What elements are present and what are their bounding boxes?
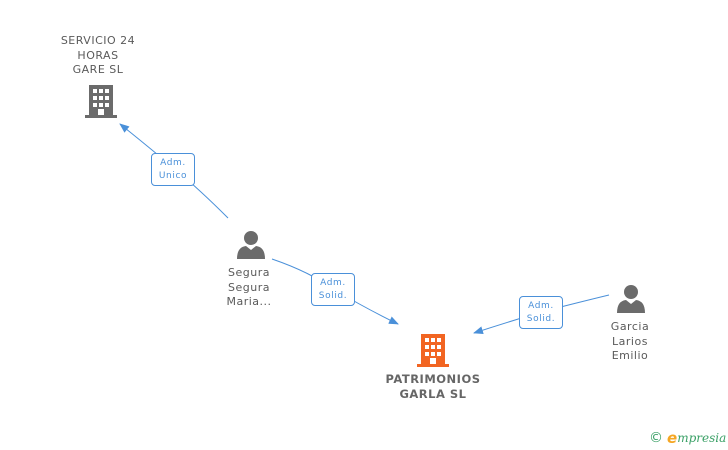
edge-role-line: Adm. <box>160 158 186 168</box>
brand-logo-initial: e <box>667 429 678 447</box>
edge-role-line: Solid. <box>318 291 348 301</box>
node-label-line: SERVICIO 24 <box>60 34 136 47</box>
node-label-line: GARE SL <box>72 63 124 76</box>
node-label-line: Larios <box>612 334 648 348</box>
edge-role-box[interactable]: Adm. Solid. <box>519 296 563 329</box>
person-icon[interactable] <box>237 231 265 259</box>
node-label-line: Maria... <box>226 295 272 308</box>
building-icon-main[interactable] <box>417 334 449 367</box>
edge-role-box[interactable]: Adm. Solid. <box>311 273 355 306</box>
node-label-servicio[interactable]: SERVICIO 24 HORAS GARE SL <box>48 34 148 78</box>
node-label-line: GARLA SL <box>399 387 467 401</box>
copyright-symbol: © <box>649 430 663 446</box>
person-icon[interactable] <box>617 285 645 313</box>
edge-role-box[interactable]: Adm. Unico <box>151 153 195 186</box>
node-label-line: Segura <box>228 266 270 279</box>
node-label-line: HORAS <box>77 48 119 62</box>
edge-role-line: Unico <box>158 171 188 181</box>
node-label-segura[interactable]: Segura Segura Maria... <box>213 266 285 310</box>
node-label-line: Garcia <box>610 320 650 333</box>
brand-logo-text: mpresia <box>677 431 727 445</box>
node-label-line: PATRIMONIOS <box>385 372 481 386</box>
edge-role-line: Adm. <box>528 301 554 311</box>
edge-role-line: Solid. <box>526 314 556 324</box>
footer-brand: © e mpresia <box>649 429 726 447</box>
node-label-patrimonios[interactable]: PATRIMONIOS GARLA SL <box>373 372 493 402</box>
node-label-garcia[interactable]: Garcia Larios Emilio <box>594 320 666 364</box>
node-label-line: Emilio <box>611 349 649 362</box>
building-icon[interactable] <box>85 85 117 118</box>
edge-role-line: Adm. <box>320 278 346 288</box>
node-label-line: Segura <box>228 280 270 294</box>
